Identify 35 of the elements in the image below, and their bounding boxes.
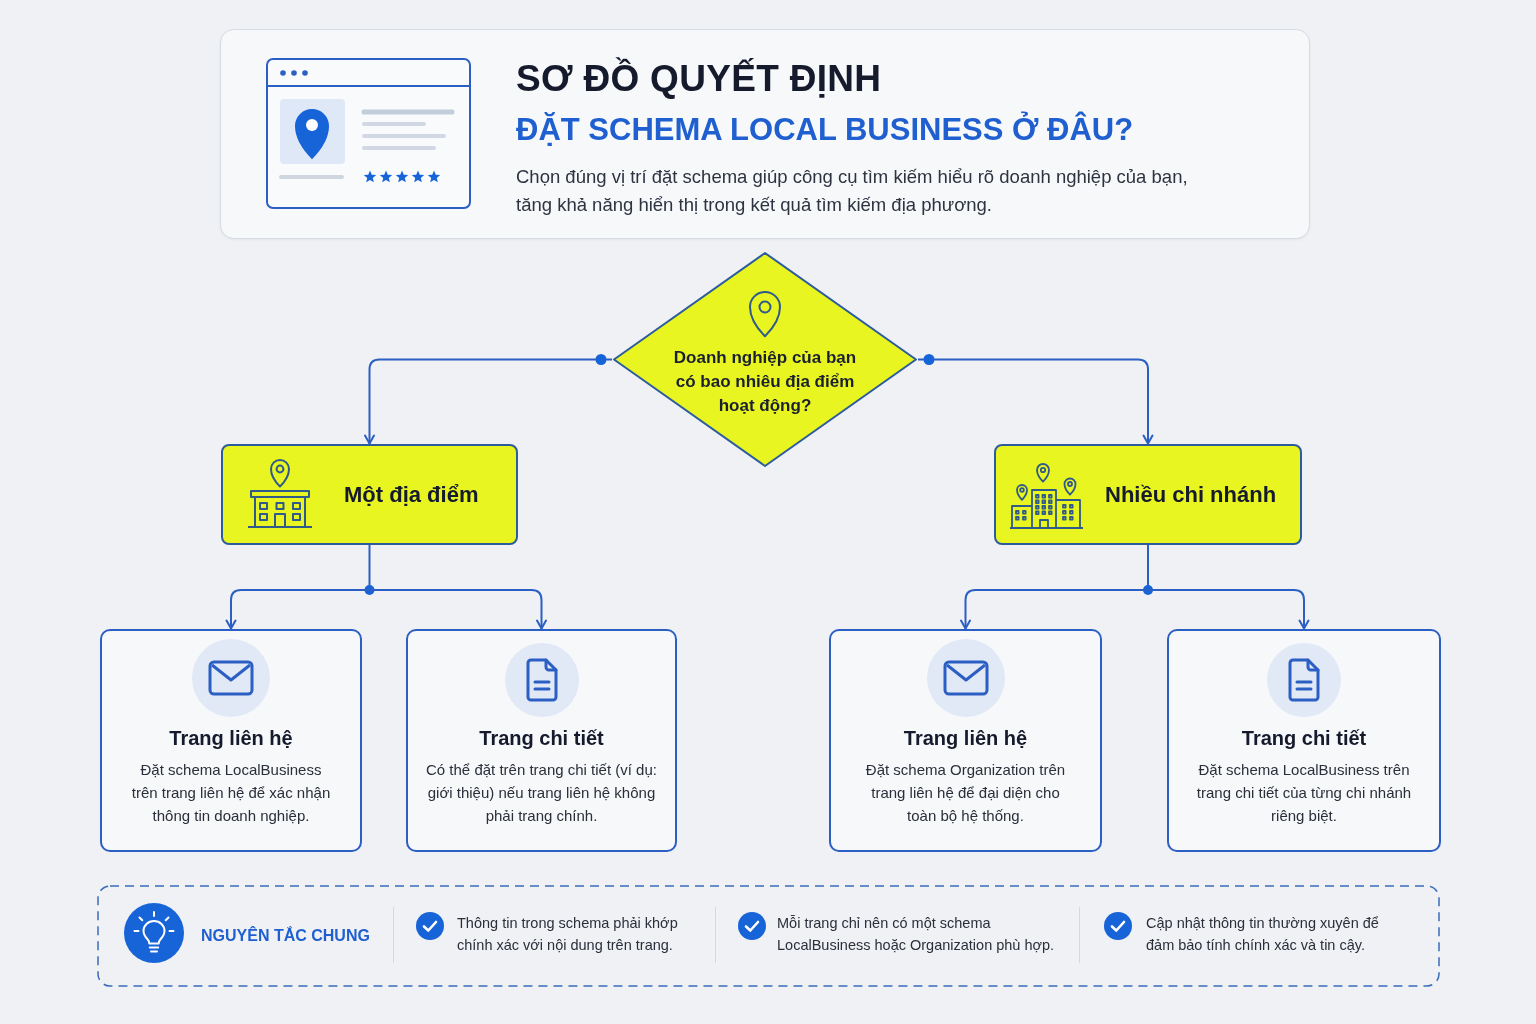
guideline-text: Thông tin trong schema phải khớp chính xác với nội dung trên trang. [457, 914, 679, 955]
arrow [364, 354, 613, 445]
arrow [225, 589, 371, 630]
guideline-text: Cập nhật thông tin thường xuyên để đảm bảo tính chính xác và tin cậy. [1146, 914, 1380, 955]
heading: SƠ ĐỒ QUYẾT ĐỊNH [516, 59, 882, 100]
question-text: Doanh nghiệp của bạn có bao nhiêu địa điểm hoạt động? [672, 347, 858, 417]
arrow [1147, 589, 1310, 630]
option-box [994, 444, 1302, 545]
arrow [368, 589, 547, 630]
result-card [406, 629, 677, 852]
description-text: Chọn đúng vị trí đặt schema giúp công cụ tìm kiếm hiểu rõ doanh nghiệp của bạn, tăng khả năng hiển thị trong kết quả tìm kiếm địa phương. [516, 165, 1189, 217]
arrow [917, 354, 1154, 445]
connector-line [364, 544, 375, 595]
result-card [829, 629, 1102, 852]
card-title: Trang liên hệ [903, 727, 1028, 750]
option-label: Một địa điểm [344, 481, 479, 508]
guidelines-heading: NGUYÊN TẮC CHUNG [201, 927, 370, 945]
guidelines-panel [97, 885, 1440, 987]
card-description: Đặt schema LocalBusiness trên trang liên hệ để xác nhận thông tin doanh nghiệp. [130, 760, 332, 826]
header-panel [220, 29, 1310, 239]
card-description: Đặt schema LocalBusiness trên trang chi tiết của từng chi nhánh riêng biệt. [1195, 760, 1413, 826]
result-card [1167, 629, 1441, 852]
card-title: Trang chi tiết [479, 727, 604, 750]
guideline-text: Mỗi trang chỉ nên có một schema LocalBusiness hoặc Organization phù hợp. [777, 914, 1056, 955]
subheading: ĐẶT SCHEMA LOCAL BUSINESS Ở ĐÂU? [516, 113, 1134, 148]
option-label: Nhiều chi nhánh [1105, 481, 1277, 508]
option-box [221, 444, 518, 545]
decision-diamond [612, 251, 918, 468]
connector-line [1143, 544, 1153, 595]
card-description: Đặt schema Organization trên trang liên hệ để đại diện cho toàn bộ hệ thống. [864, 760, 1067, 826]
card-title: Trang liên hệ [169, 727, 293, 750]
card-description: Có thể đặt trên trang chi tiết (ví dụ: giới thiệu) nếu trang liên hệ không phải trang chính. [425, 760, 658, 826]
arrow [960, 589, 1149, 630]
card-title: Trang chi tiết [1241, 727, 1367, 750]
result-card [100, 629, 362, 852]
